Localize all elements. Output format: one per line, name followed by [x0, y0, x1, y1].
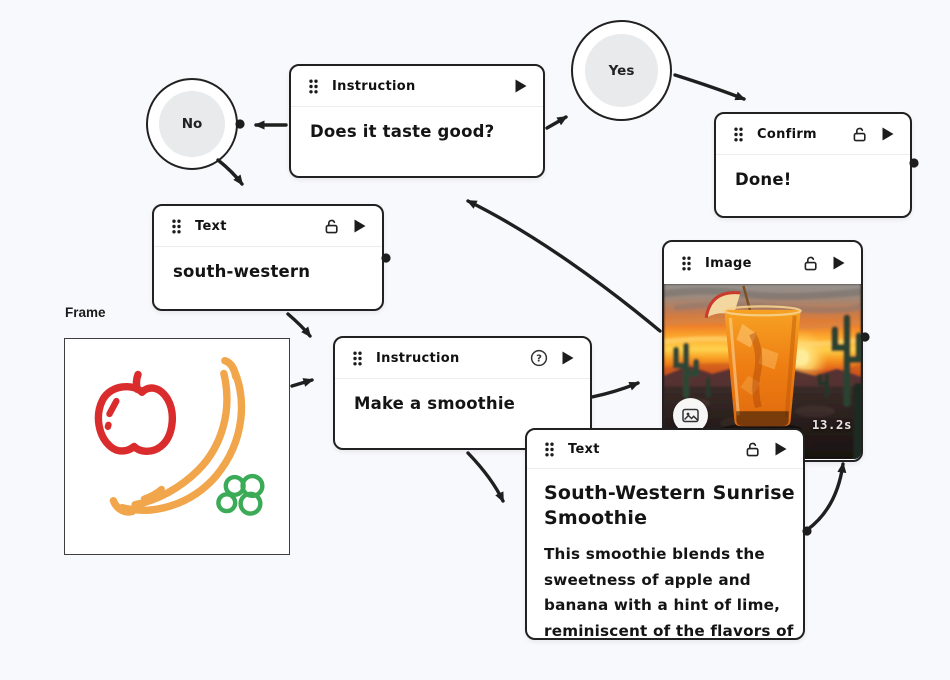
grapes-drawing[interactable] — [216, 473, 265, 516]
node-title: Confirm — [757, 126, 817, 142]
generated-image: 13.2s — [664, 284, 861, 459]
instruction-text[interactable]: Does it taste good? — [310, 122, 495, 141]
smoothie-glass — [704, 285, 802, 436]
connector-image-to-taste[interactable] — [466, 199, 662, 333]
frame-container[interactable] — [64, 338, 290, 555]
lock-icon[interactable] — [742, 438, 762, 460]
banana-drawing[interactable] — [109, 356, 246, 516]
instruction-node-taste[interactable]: Instruction Does it taste good? — [289, 64, 545, 178]
play-button[interactable] — [350, 215, 370, 237]
drag-handle-icon[interactable] — [539, 438, 559, 460]
drag-handle-icon[interactable] — [676, 252, 696, 274]
decision-circle-yes[interactable]: Yes — [571, 20, 672, 121]
play-button[interactable] — [771, 438, 791, 460]
result-paragraph: This smoothie blends the sweetness of ap… — [544, 545, 794, 640]
decision-circle-no[interactable]: No — [146, 78, 238, 170]
play-button[interactable] — [558, 347, 578, 369]
node-divider — [154, 246, 382, 247]
confirm-text[interactable]: Done! — [735, 170, 792, 189]
decision-label: No — [159, 91, 225, 157]
play-button[interactable] — [511, 75, 531, 97]
help-icon[interactable]: ? — [529, 347, 549, 369]
node-title: Text — [195, 218, 227, 234]
drag-handle-icon[interactable] — [166, 215, 186, 237]
confirm-node[interactable]: Confirm Done! — [714, 112, 912, 218]
image-preview-button[interactable] — [673, 398, 708, 433]
connector-frame-to-make[interactable] — [290, 378, 314, 388]
drag-handle-icon[interactable] — [303, 75, 323, 97]
smoothie-photo — [664, 284, 861, 459]
decision-label: Yes — [585, 34, 658, 107]
node-divider — [335, 378, 590, 379]
text-node-result[interactable]: Text South-Western Sunrise Smoothie This… — [525, 428, 805, 640]
connector-no-to-text[interactable] — [216, 158, 244, 186]
frame-label[interactable]: Frame — [65, 305, 106, 320]
lock-icon[interactable] — [800, 252, 820, 274]
apple-drawing[interactable] — [94, 370, 176, 455]
drag-handle-icon[interactable] — [728, 123, 748, 145]
lock-icon[interactable] — [849, 123, 869, 145]
node-title: Text — [568, 441, 600, 457]
play-button[interactable] — [829, 252, 849, 274]
text-content[interactable]: south-western — [173, 262, 311, 281]
connector-make-to-result[interactable] — [466, 451, 505, 503]
svg-text:?: ? — [536, 354, 542, 365]
connector-result-to-image[interactable] — [805, 462, 847, 532]
image-node[interactable]: Image — [662, 240, 863, 462]
lock-icon[interactable] — [321, 215, 341, 237]
play-button[interactable] — [878, 123, 898, 145]
connector-yes-to-confirm[interactable] — [673, 73, 746, 101]
node-divider — [527, 468, 803, 469]
node-divider — [291, 106, 543, 107]
picture-icon — [682, 408, 699, 423]
instruction-text[interactable]: Make a smoothie — [354, 394, 516, 413]
text-content[interactable]: South-Western Sunrise Smoothie This smoo… — [527, 469, 803, 640]
generation-duration-badge: 13.2s — [811, 417, 852, 432]
node-title: Image — [705, 255, 752, 271]
connector-make-to-image[interactable] — [590, 381, 640, 399]
result-heading: South-Western Sunrise Smoothie — [544, 482, 795, 529]
connector-taste-to-yes[interactable] — [545, 115, 568, 130]
node-divider — [716, 154, 910, 155]
text-node-style[interactable]: Text south-western — [152, 204, 384, 311]
node-title: Instruction — [376, 350, 460, 366]
connector-text-to-make[interactable] — [286, 312, 312, 338]
drag-handle-icon[interactable] — [347, 347, 367, 369]
fruit-sketch — [94, 356, 265, 516]
node-title: Instruction — [332, 78, 416, 94]
